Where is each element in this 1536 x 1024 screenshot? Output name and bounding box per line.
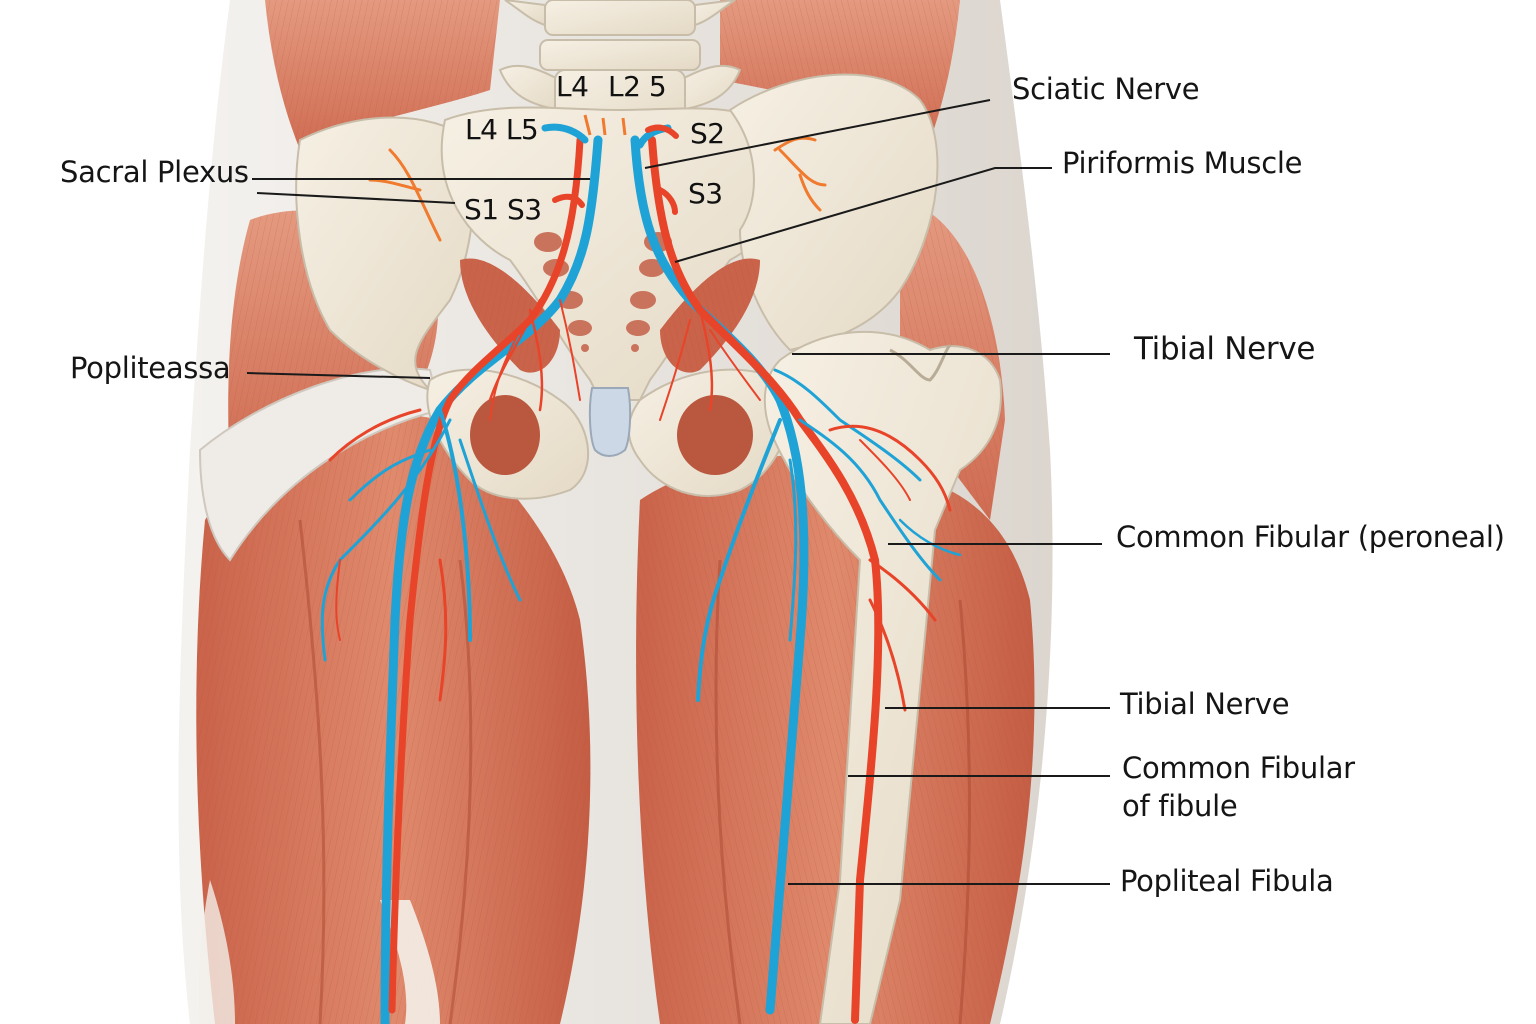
leader-sciatic-nerve bbox=[644, 99, 991, 169]
vertebra-label-l2-5: L2 5 bbox=[608, 70, 667, 103]
label-common-fibular-peroneal: Common Fibular (peroneal) bbox=[1116, 520, 1505, 554]
right-nerve-trunk bbox=[630, 135, 962, 1024]
pelvis bbox=[295, 0, 1002, 1024]
nerve-roots bbox=[541, 114, 679, 215]
label-piriformis-muscle: Piriformis Muscle bbox=[1062, 146, 1303, 180]
vertebra-label-s2: S2 bbox=[690, 117, 725, 150]
label-popliteal-fibula: Popliteal Fibula bbox=[1120, 864, 1334, 898]
label-sacral-plexus: Sacral Plexus bbox=[60, 155, 249, 189]
plexus-branches bbox=[368, 136, 827, 242]
label-common-fibular-of-fibule-line1: Common Fibular bbox=[1122, 751, 1355, 785]
left-nerve-trunk bbox=[320, 135, 603, 1024]
leader-sacral-plexus-2 bbox=[256, 192, 456, 204]
vertebra-label-s3: S3 bbox=[688, 177, 723, 210]
leader-popliteassa bbox=[246, 372, 431, 379]
label-tibial-nerve-lower: Tibial Nerve bbox=[1120, 687, 1290, 721]
leader-piriformis bbox=[674, 167, 1052, 263]
label-popliteassa: Popliteassa bbox=[70, 351, 231, 385]
label-tibial-nerve-upper: Tibial Nerve bbox=[1134, 331, 1316, 367]
vertebra-label-l4-l5: L4 L5 bbox=[465, 113, 539, 146]
vertebra-label-s1-s3: S1 S3 bbox=[464, 193, 542, 226]
label-sciatic-nerve: Sciatic Nerve bbox=[1012, 72, 1200, 106]
fascia-band bbox=[198, 367, 442, 562]
label-common-fibular-of-fibule-line2: of fibule bbox=[1122, 789, 1238, 823]
leader-lines bbox=[246, 99, 1110, 885]
vertebra-label-l4: L4 bbox=[556, 70, 589, 103]
